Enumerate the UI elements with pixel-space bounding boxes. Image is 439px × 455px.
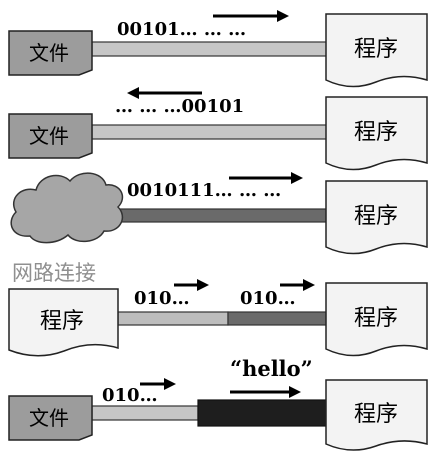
byte-stream-label: 010… <box>240 288 296 309</box>
program-label: 程序 <box>354 306 398 331</box>
byte-stream-label: 010… <box>102 385 158 406</box>
hello-label: “hello” <box>230 356 313 381</box>
arrow-right-icon <box>230 386 301 398</box>
filter-stream-block <box>197 399 329 427</box>
file-box <box>8 30 93 76</box>
program-box <box>325 180 428 255</box>
program-box <box>8 288 119 357</box>
stream-pipe <box>91 405 199 421</box>
program-label: 程序 <box>354 204 398 229</box>
file-box <box>8 395 93 441</box>
cloud-icon <box>10 172 124 244</box>
program-box <box>325 13 428 88</box>
program-label: 程序 <box>354 402 398 427</box>
program-box <box>325 379 428 451</box>
stream-pipe-in <box>117 311 229 326</box>
program-label: 程序 <box>40 309 84 334</box>
file-label: 文件 <box>29 41 69 65</box>
byte-stream-label: 0010111… … … <box>127 180 281 201</box>
arrow-right-icon <box>213 10 289 22</box>
arrow-right-icon <box>229 172 303 184</box>
program-label: 程序 <box>354 120 398 145</box>
arrow-left-icon <box>127 87 202 99</box>
row-4: 程序 010… 010… 程序 <box>8 279 428 357</box>
network-label: 网路连接 <box>12 261 96 285</box>
arrow-right-icon <box>140 378 176 390</box>
stream-pipe-out <box>227 311 329 326</box>
program-label: 程序 <box>354 37 398 62</box>
row-1: 文件 00101… … … 程序 <box>8 10 428 88</box>
byte-stream-label: 010… <box>134 288 190 309</box>
stream-pipe <box>111 208 329 223</box>
arrow-right-icon <box>174 279 209 291</box>
file-label: 文件 <box>29 124 69 148</box>
stream-pipe <box>91 124 329 140</box>
stream-pipe <box>91 41 329 57</box>
program-box <box>325 282 428 357</box>
file-box <box>8 113 93 159</box>
byte-stream-label: 00101… … … <box>117 19 246 40</box>
row-3: 网路连接 0010111… … … 程序 <box>10 172 428 285</box>
row-5: 文件 010… “hello” 程序 <box>8 356 428 451</box>
row-2: 文件 … … …00101 程序 <box>8 87 428 171</box>
program-box <box>325 96 428 171</box>
byte-stream-label: … … …00101 <box>115 96 244 117</box>
file-label: 文件 <box>29 406 69 430</box>
arrow-right-icon <box>280 279 315 291</box>
